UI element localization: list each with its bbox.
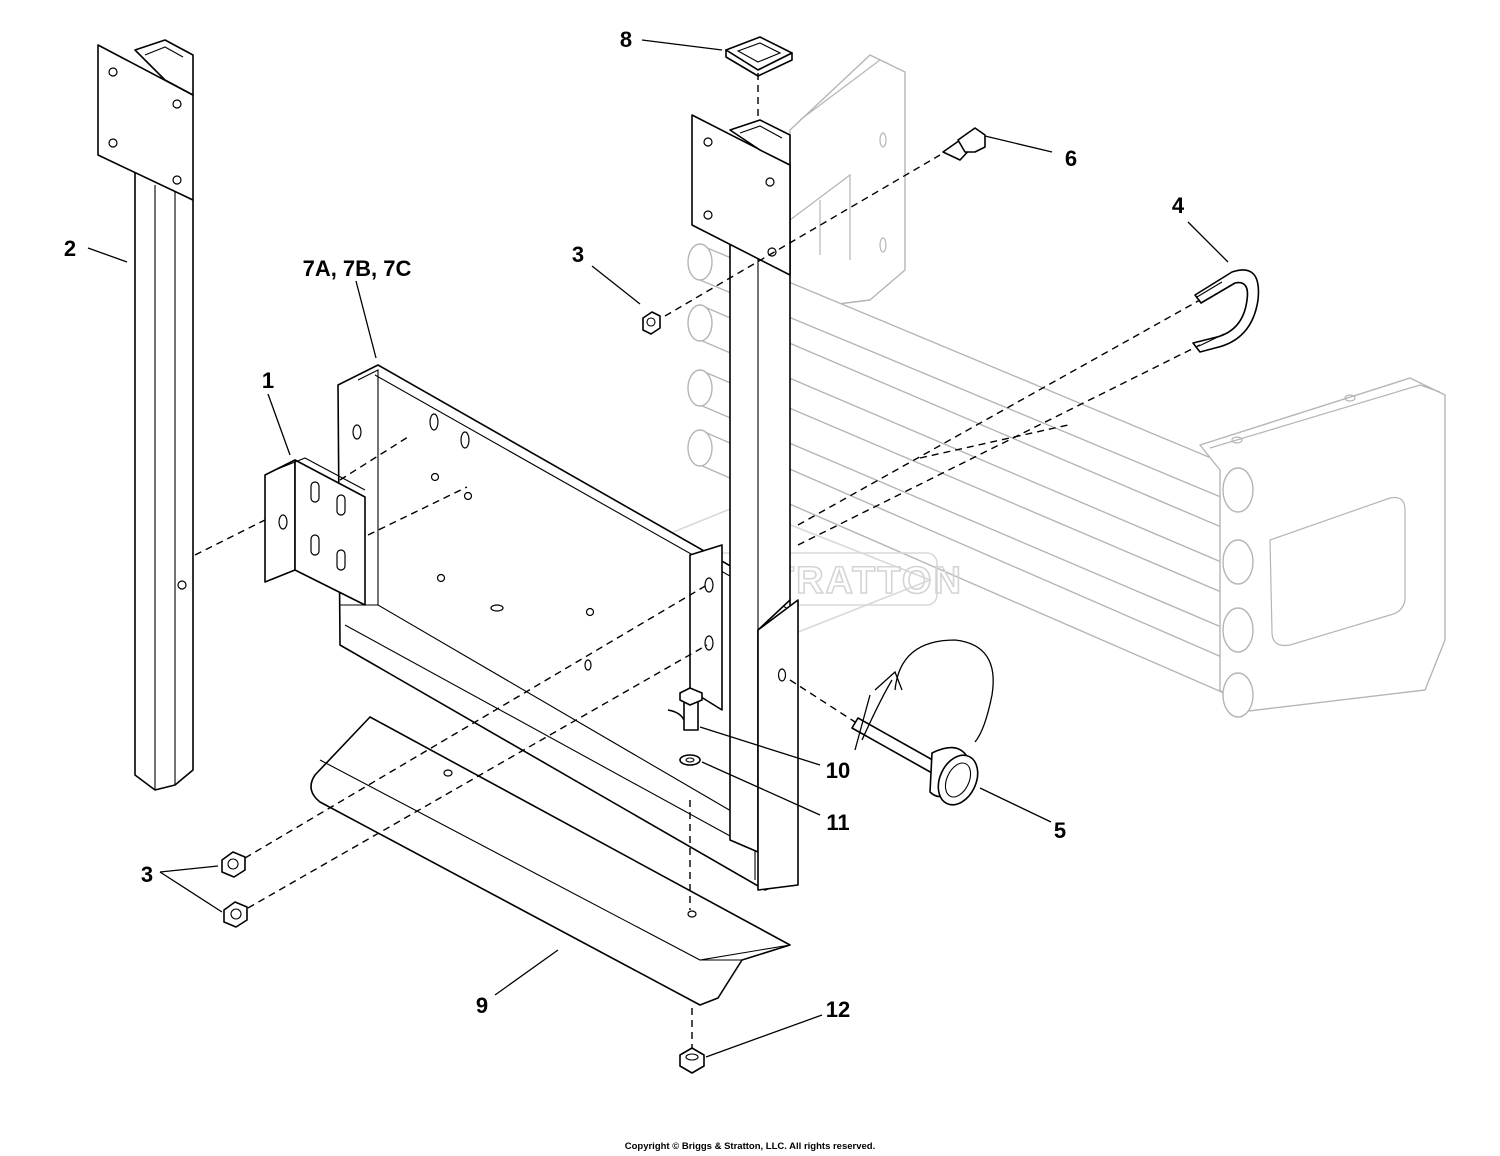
part-10-bolt (667, 687, 703, 731)
callout-4: 4 (1172, 193, 1185, 218)
part-5-hitch-pin (851, 639, 994, 806)
part-2-left-post (97, 39, 194, 791)
callout-11: 11 (826, 810, 849, 835)
callout-9: 9 (476, 993, 488, 1018)
callout-2: 2 (64, 236, 76, 261)
callout-3-top: 3 (572, 242, 584, 267)
part-6-bolt (942, 127, 986, 161)
right-post (689, 114, 799, 891)
part-12-nut (679, 1047, 705, 1074)
callout-8: 8 (620, 27, 632, 52)
part-8-cap (725, 36, 793, 77)
assembly-lines (194, 73, 1201, 1048)
part-3-nut-lower-b (223, 901, 248, 928)
part-11-washer (679, 754, 701, 766)
callout-12: 12 (826, 997, 850, 1022)
tractor-frame (687, 54, 1446, 718)
part-4-u-bolt (1192, 269, 1260, 353)
copyright-notice: Copyright © Briggs & Stratton, LLC. All … (624, 1141, 876, 1152)
callout-5: 5 (1054, 818, 1066, 843)
callout-7: 7A, 7B, 7C (303, 256, 412, 281)
part-3-nut-top (642, 311, 661, 335)
callout-labels: 2 1 7A, 7B, 7C 3 8 6 4 10 11 5 3 9 12 (64, 27, 1185, 1022)
callout-1: 1 (262, 368, 274, 393)
callout-6: 6 (1065, 146, 1077, 171)
part-9-foot-plate (310, 716, 791, 1006)
callout-10: 10 (826, 758, 850, 783)
leader-lines (87, 39, 1229, 1058)
part-1-angle-bracket (264, 457, 366, 606)
part-3-nut-lower-a (221, 851, 246, 878)
callout-3-bottom: 3 (141, 862, 153, 887)
